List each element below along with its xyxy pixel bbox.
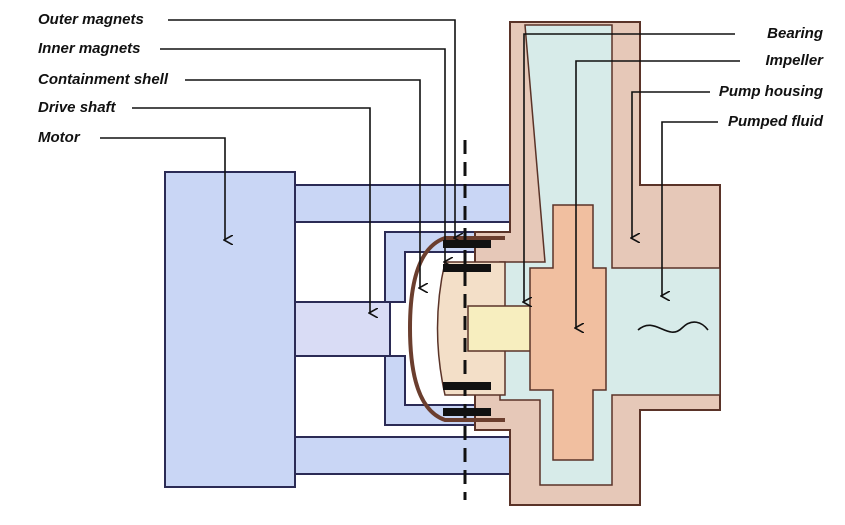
containment-shell xyxy=(407,236,505,422)
drive-shaft xyxy=(294,301,391,357)
leader-containment-shell xyxy=(185,79,420,288)
label-outer-magnets: Outer magnets xyxy=(38,11,144,28)
motor-frame-bottom-arm xyxy=(294,436,511,475)
leader-drive-shaft xyxy=(132,107,370,313)
motor-block xyxy=(164,171,296,488)
motor-frame-top-arm xyxy=(294,184,511,223)
leader-pumped-fluid xyxy=(662,121,718,296)
label-pump-housing: Pump housing xyxy=(718,83,823,100)
impeller xyxy=(529,204,607,461)
fluid-squiggle-icon xyxy=(637,321,709,333)
leader-impeller xyxy=(576,60,740,328)
label-inner-magnets: Inner magnets xyxy=(38,40,141,57)
leader-pump-housing xyxy=(632,91,710,238)
label-containment-shell: Containment shell xyxy=(38,71,169,88)
leader-motor xyxy=(100,137,225,240)
label-drive-shaft: Drive shaft xyxy=(38,99,116,116)
outer-magnet-top xyxy=(443,240,491,248)
inner-magnet-top xyxy=(443,264,491,272)
label-motor: Motor xyxy=(38,129,80,146)
label-pumped-fluid: Pumped fluid xyxy=(728,113,823,130)
outer-magnet-bottom xyxy=(443,408,491,416)
label-impeller: Impeller xyxy=(765,52,823,69)
leader-outer-magnets xyxy=(168,19,455,238)
leader-inner-magnets xyxy=(160,48,445,262)
inner-magnet-bottom xyxy=(443,382,491,390)
leader-bearing xyxy=(524,33,735,302)
label-bearing: Bearing xyxy=(767,25,823,42)
